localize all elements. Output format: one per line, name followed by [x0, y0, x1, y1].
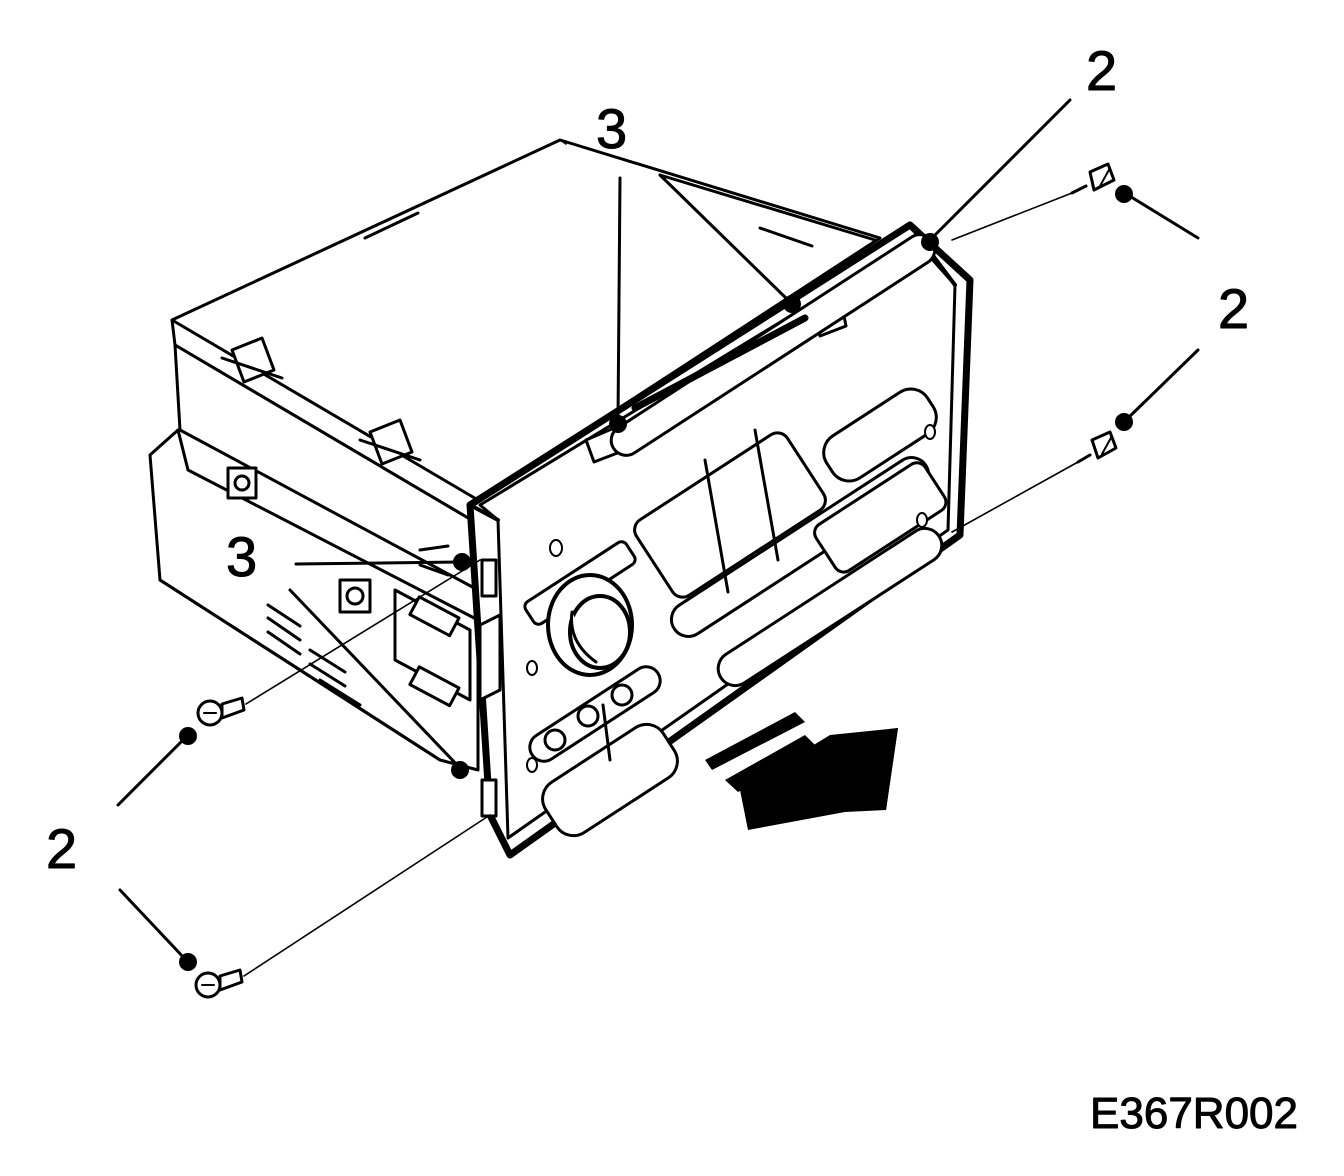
figure-code: E367R002 — [1090, 1089, 1298, 1138]
callout-clip-top: 3 — [596, 97, 627, 160]
vent-slots — [266, 603, 362, 707]
removal-direction-arrow-icon — [705, 712, 898, 830]
callout-clip-side: 3 — [226, 525, 257, 588]
screw-icon — [194, 162, 1118, 999]
screw-axis-lines — [243, 139, 1079, 977]
housing-tab — [220, 336, 422, 466]
radio-housing — [148, 138, 882, 772]
radio-faceplate — [466, 221, 974, 859]
leader-dots — [179, 185, 1133, 971]
volume-knob — [546, 573, 634, 677]
preset-buttons — [541, 387, 948, 838]
callout-screw-top: 2 — [1086, 39, 1117, 102]
callout-screw-left: 2 — [46, 817, 77, 880]
leader-lines — [116, 98, 1200, 962]
small-knobs — [543, 683, 634, 752]
callout-screw-right: 2 — [1218, 277, 1249, 340]
chassis-bracket — [148, 428, 480, 772]
